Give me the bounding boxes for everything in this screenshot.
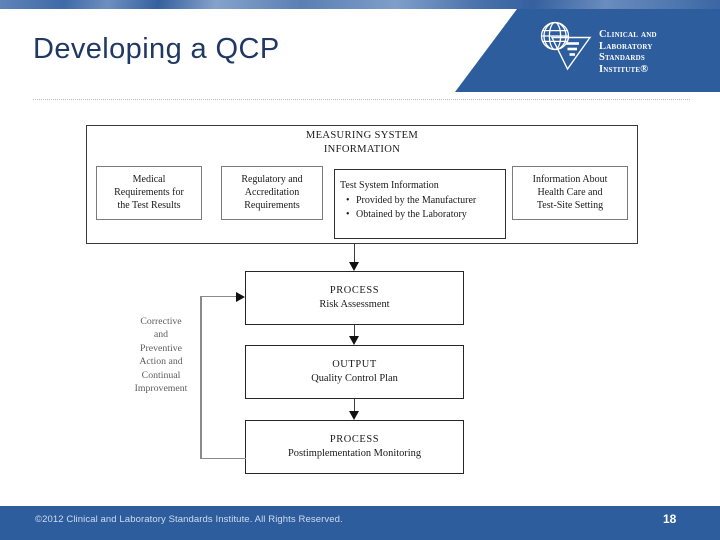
page-number: 18 [663,512,677,526]
regulatory-line-1: Regulatory and [241,174,303,185]
health-care-test-site-box: Information About Health Care and Test-S… [512,166,628,220]
health-care-line-2: Health Care and [537,187,603,199]
health-care-line-3: Test-Site Setting [536,200,604,212]
title-divider [33,99,690,101]
clsi-logo-line-4: Institute® [599,63,649,75]
footer-bar [0,506,720,540]
capa-line-6: Improvement [134,383,188,395]
arrow-down-icon-ms-to-risk [348,262,359,271]
feedback-loop-segment-left [200,296,202,459]
quality-control-plan-kind: OUTPUT [332,358,377,370]
test-system-information-bullet-list: Provided by the Manufacturer Obtained by… [340,194,505,222]
connector-line-qcp-to-post [353,399,355,411]
test-system-bullet-1: Provided by the Manufacturer [346,194,505,208]
medical-requirements-line-3: the Test Results [117,200,181,212]
quality-control-plan-label: Quality Control Plan [311,373,398,384]
output-quality-control-plan-box: OUTPUT Quality Control Plan [245,345,464,399]
risk-assessment-label: Risk Assessment [319,299,390,310]
connector-line-risk-to-qcp [353,325,355,336]
feedback-loop-segment-top [200,295,238,298]
arrow-down-icon-risk-to-qcp [348,336,359,345]
risk-assessment-kind: PROCESS [329,284,380,296]
capa-line-3: Preventive [140,342,182,354]
postimplementation-monitoring-kind: PROCESS [329,433,380,445]
test-system-information-title: Test System Information [340,180,439,191]
process-risk-assessment-box: PROCESS Risk Assessment [245,271,464,325]
clsi-logo-text: Clinical and Laboratory Standards Instit… [599,14,657,75]
postimplementation-monitoring-label: Postimplementation Monitoring [287,448,422,459]
process-postimplementation-monitoring-box: PROCESS Postimplementation Monitoring [245,420,464,474]
clsi-logo-line-3: Standards [599,52,646,64]
test-system-information-box: Test System Information Provided by the … [334,169,506,239]
connector-line-ms-to-risk [353,244,355,263]
capa-line-1: Corrective [140,316,182,327]
top-accent-band [0,0,720,9]
measuring-system-information-heading: MEASURING SYSTEM INFORMATION [86,129,638,157]
arrow-down-icon-qcp-to-post [348,411,359,420]
medical-requirements-box: Medical Requirements for the Test Result… [96,166,202,220]
feedback-loop-segment-bottom [200,457,246,460]
test-system-bullet-2: Obtained by the Laboratory [346,208,505,222]
regulatory-accreditation-box: Regulatory and Accreditation Requirement… [221,166,323,220]
regulatory-line-3: Requirements [244,200,300,212]
medical-requirements-line-1: Medical [132,174,166,185]
clsi-logo-line-1: Clinical and [599,29,657,40]
clsi-logo: Clinical and Laboratory Standards Instit… [535,14,715,86]
medical-requirements-line-2: Requirements for [114,187,184,199]
capa-line-5: Continual [141,369,181,381]
capa-line-4: Action and [139,356,183,368]
ms-heading-line-1: MEASURING SYSTEM [305,130,419,141]
corrective-preventive-action-label: Corrective and Preventive Action and Con… [121,315,201,395]
clsi-globe-funnel-logo-icon [535,17,597,79]
copyright-notice: ©2012 Clinical and Laboratory Standards … [35,514,343,525]
page-title: Developing a QCP [33,33,280,65]
capa-line-2: and [153,329,169,341]
clsi-logo-line-2: Laboratory [599,40,653,52]
ms-heading-line-2: INFORMATION [323,144,401,155]
regulatory-line-2: Accreditation [244,187,300,199]
health-care-line-1: Information About [532,174,608,185]
arrow-right-icon-feedback-loop [236,291,245,302]
